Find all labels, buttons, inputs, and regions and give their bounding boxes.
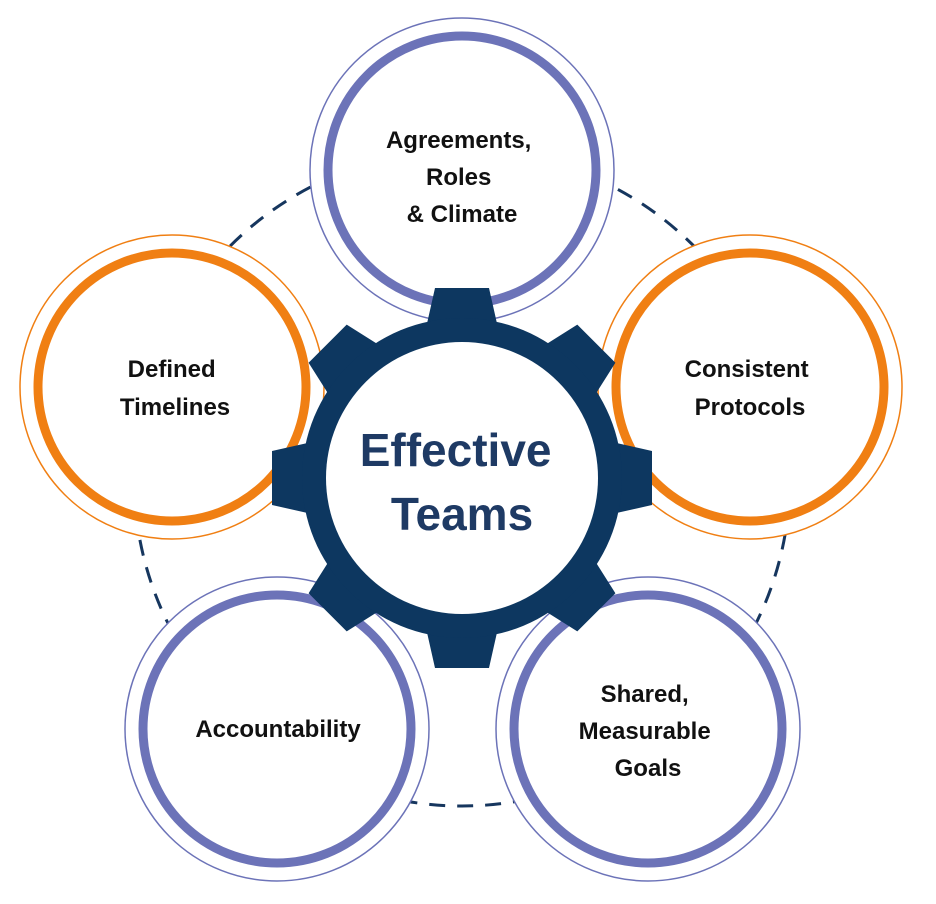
node-accountability: Accountability — [124, 576, 430, 882]
node-protocols-label: Consistent Protocols — [685, 356, 816, 421]
node-goals-line-1: Shared, — [601, 681, 689, 708]
gear: Effective Teams — [272, 288, 652, 668]
node-agreements-line-2: Roles — [426, 164, 491, 191]
node-timelines: Defined Timelines — [19, 234, 325, 540]
gear-center-disc — [326, 342, 598, 614]
node-agreements-line-1: Agreements, — [386, 127, 531, 154]
node-agreements: Agreements, Roles & Climate — [309, 17, 615, 323]
center-label-line-2: Teams — [391, 488, 533, 540]
node-accountability-line-1: Accountability — [195, 716, 361, 743]
node-protocols-line-1: Consistent — [685, 356, 809, 383]
node-timelines-line-1: Defined — [128, 356, 216, 383]
node-goals-line-3: Goals — [615, 755, 682, 782]
center-label: Effective Teams — [360, 424, 565, 540]
center-label-line-1: Effective — [360, 424, 552, 476]
node-goals-line-2: Measurable — [579, 718, 711, 745]
node-timelines-label: Defined Timelines — [120, 356, 230, 421]
node-accountability-label: Accountability — [195, 716, 361, 743]
node-goals-label: Shared, Measurable Goals — [579, 681, 718, 782]
node-goals: Shared, Measurable Goals — [495, 576, 801, 882]
node-agreements-label: Agreements, Roles & Climate — [386, 127, 538, 228]
node-protocols-line-2: Protocols — [695, 394, 806, 421]
node-protocols: Consistent Protocols — [597, 234, 903, 540]
node-timelines-line-2: Timelines — [120, 394, 230, 421]
node-agreements-line-3: & Climate — [407, 201, 518, 228]
